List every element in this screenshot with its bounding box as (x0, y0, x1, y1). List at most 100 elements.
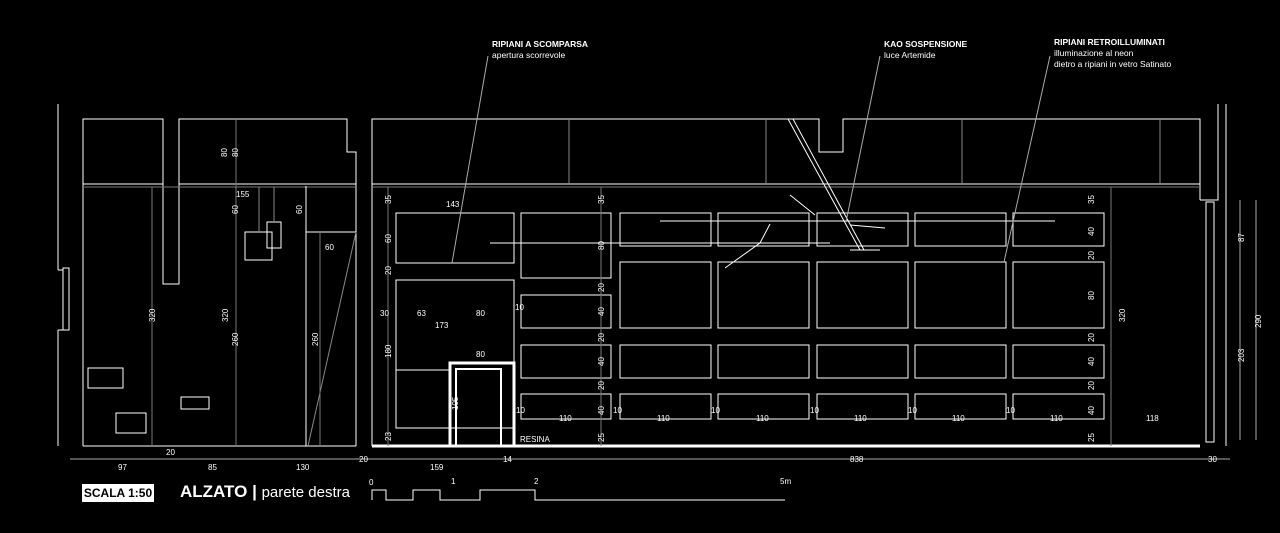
dim-320-b: 320 (221, 308, 230, 322)
dim-80b: 80 (476, 350, 485, 359)
dim-80-v2: 80 (231, 148, 240, 157)
dim-40-m3: 40 (597, 406, 606, 415)
dim-110-3: 110 (756, 414, 769, 423)
label-resina: RESINA (520, 435, 550, 444)
annotation-ripiani-title: RIPIANI A SCOMPARSA (492, 39, 588, 49)
leader-ripiani (451, 55, 489, 264)
shelf-top-1 (395, 212, 515, 264)
dim-320-r: 320 (1118, 308, 1127, 322)
dim-14: 14 (503, 455, 512, 464)
leader-retro (1003, 55, 1051, 263)
dim-60-l: 60 (384, 234, 393, 243)
dim-60-b: 60 (295, 205, 304, 214)
window-right (1205, 201, 1215, 443)
dim-30: 30 (1208, 455, 1217, 464)
annotation-retro-title: RIPIANI RETROILLUMINATI (1054, 37, 1165, 47)
dim-110-6: 110 (1050, 414, 1063, 423)
dim-60: 60 (325, 243, 334, 252)
shelf-mid (619, 261, 712, 329)
dim-10-6: 10 (1006, 406, 1015, 415)
scale-tick-2: 2 (534, 477, 539, 486)
annotation-ripiani-sub: apertura scorrevole (492, 50, 566, 60)
dim-80-v1: 80 (220, 148, 229, 157)
ceiling-block-2 (162, 118, 357, 446)
dim-110-1: 110 (559, 414, 572, 423)
dim-10-2: 10 (613, 406, 622, 415)
kao-pendant (490, 118, 1055, 269)
annotation-kao-sub: luce Artemide (884, 50, 936, 60)
dim-20-m1: 20 (597, 283, 606, 292)
dim-35-r: 35 (1087, 195, 1096, 204)
dim-80-r: 80 (1087, 291, 1096, 300)
dim-30-shelf: 30 (380, 309, 389, 318)
dim-159: 159 (430, 463, 444, 472)
dim-118: 118 (1146, 414, 1159, 423)
annotation-retro-sub2: dietro a ripiani in vetro Satinato (1054, 59, 1171, 69)
dim-25-r: 25 (1087, 433, 1096, 442)
dim-260-a: 260 (231, 332, 240, 346)
dim-143: 143 (446, 200, 460, 209)
dim-10-3: 10 (711, 406, 720, 415)
dim-203: 203 (1237, 348, 1246, 362)
drawing-title: ALZATO | parete destra (180, 482, 350, 502)
dim-40-r2: 40 (1087, 357, 1096, 366)
title-separator: | (247, 482, 262, 501)
dim-110-5: 110 (952, 414, 965, 423)
title-subtitle: parete destra (261, 484, 350, 501)
counter-frame (448, 361, 516, 446)
leader-kao (845, 55, 881, 223)
dim-10-1: 10 (516, 406, 525, 415)
dim-40-m2: 40 (597, 357, 606, 366)
dim-105: 105 (451, 396, 460, 410)
dim-320-a: 320 (148, 308, 157, 322)
scale-tick-0: 0 (369, 478, 374, 487)
dim-25-m: 25 (597, 433, 606, 442)
dim-20-l: 20 (384, 266, 393, 275)
dim-20-r3: 20 (1087, 381, 1096, 390)
dim-97: 97 (118, 463, 127, 472)
dim-40-r1: 40 (1087, 227, 1096, 236)
scale-tick-1: 1 (451, 477, 456, 486)
bin (115, 412, 147, 434)
dim-10-4: 10 (810, 406, 819, 415)
dim-155: 155 (236, 190, 250, 199)
dim-838: 838 (850, 455, 864, 464)
dim-80-m: 80 (597, 241, 606, 250)
dim-180-l: 180 (384, 344, 393, 358)
dim-40-r3: 40 (1087, 406, 1096, 415)
dim-260-b: 260 (311, 332, 320, 346)
scale-bar (371, 489, 785, 501)
dim-20-r1: 20 (1087, 251, 1096, 260)
dim-20a: 20 (166, 448, 175, 457)
ceiling-block-1 (82, 118, 164, 446)
scale-label: SCALA 1:50 (82, 484, 154, 502)
dim-10-top: 10 (515, 303, 524, 312)
dim-173: 173 (435, 321, 449, 330)
dim-63: 63 (417, 309, 426, 318)
dim-40-m1: 40 (597, 307, 606, 316)
dim-110-4: 110 (854, 414, 867, 423)
dim-87: 87 (1237, 233, 1246, 242)
dim-35-l: 35 (384, 195, 393, 204)
dim-35-m: 35 (597, 195, 606, 204)
dim-290: 290 (1254, 314, 1263, 328)
window-left (62, 267, 70, 331)
title-main: ALZATO (180, 482, 248, 501)
dim-20-m2: 20 (597, 333, 606, 342)
dim-80a: 80 (476, 309, 485, 318)
ceiling-main (371, 118, 1201, 446)
pendant-lamp (244, 231, 273, 261)
dim-60-a: 60 (231, 205, 240, 214)
dim-10-5: 10 (908, 406, 917, 415)
scale-tick-5: 5m (780, 477, 791, 486)
dim-130: 130 (296, 463, 310, 472)
sink (87, 367, 124, 389)
dim-20-m3: 20 (597, 381, 606, 390)
dim-20b: 20 (359, 455, 368, 464)
dim-23-l: 23 (384, 432, 393, 441)
annotation-retro-sub1: illuminazione al neon (1054, 48, 1134, 58)
shelf-top-2 (520, 212, 612, 279)
annotation-kao-title: KAO SOSPENSIONE (884, 39, 967, 49)
dim-20-r2: 20 (1087, 333, 1096, 342)
